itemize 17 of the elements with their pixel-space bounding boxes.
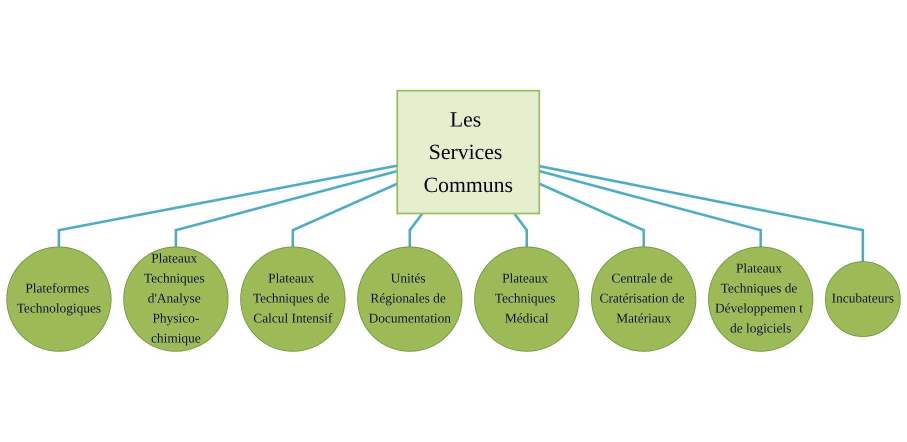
node-circle: Unités Régionales de Documentation — [357, 246, 462, 352]
node-circle: Plateaux Techniques de Calcul Intensif — [240, 246, 346, 352]
node-circle: Plateaux Techniques d'Analyse Physico-chimique — [123, 246, 228, 352]
node-circle: Centrale de Cratérisation de Matériaux — [591, 246, 696, 352]
node-circle: Plateaux Techniques Médical — [474, 246, 580, 352]
connector — [539, 164, 864, 262]
node-box: Les Services Communs — [396, 90, 540, 214]
node-circle: Incubateurs — [825, 261, 901, 337]
node-circle: Plateformes Technologiques — [6, 246, 112, 352]
connector — [174, 170, 398, 247]
connector — [408, 212, 424, 247]
connector — [58, 164, 398, 247]
connector — [513, 212, 528, 247]
connector — [292, 182, 398, 247]
connector — [538, 170, 762, 247]
node-circle: Plateaux Techniques de Développemen t de logiciels — [708, 246, 814, 352]
connector — [538, 182, 645, 247]
